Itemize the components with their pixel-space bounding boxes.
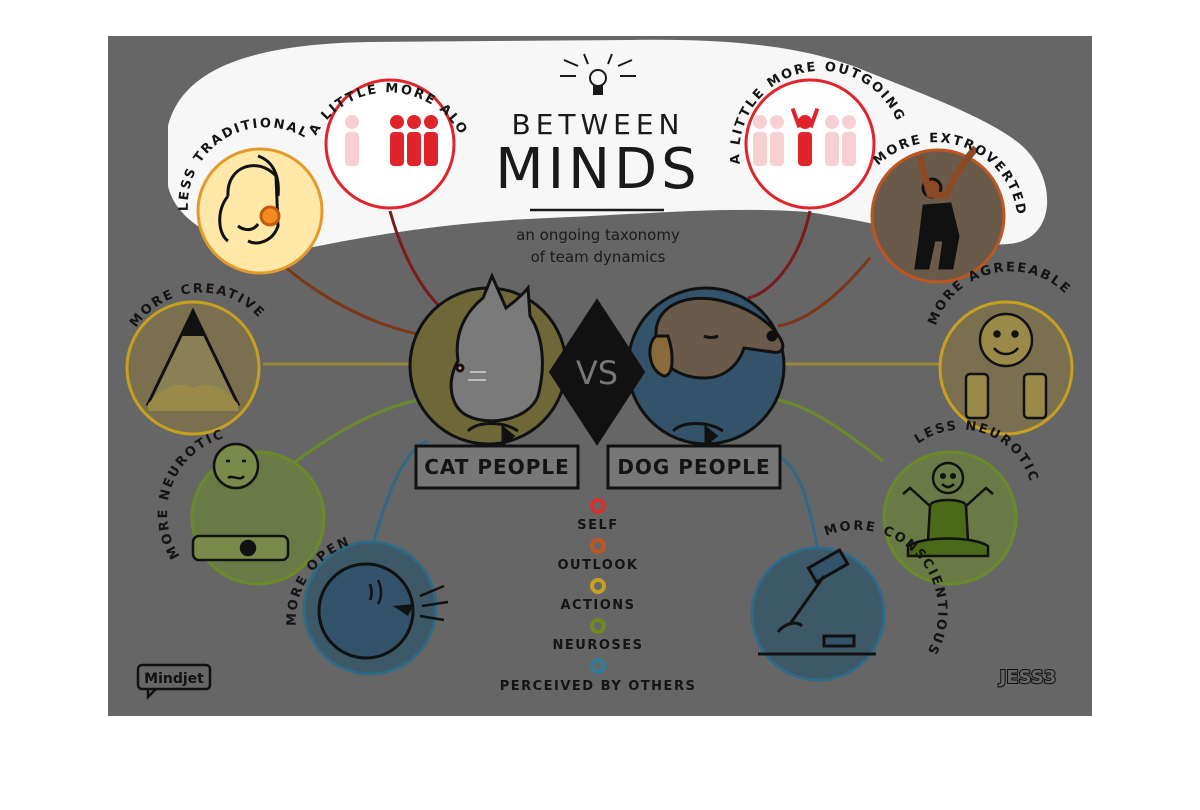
infographic-poster: BETWEEN MINDS an ongoing taxonomy of tea… (108, 36, 1092, 716)
lightbulb-icon (560, 53, 636, 95)
dog-people-box: DOG PEOPLE (606, 444, 782, 490)
legend-label-actions: ACTIONS (560, 598, 635, 613)
mindjet-logo: Mindjet (136, 663, 212, 701)
cat-people-label: CAT PEOPLE (424, 455, 570, 479)
title-minds: MINDS (495, 137, 700, 202)
jess3-logo: JESS3 (997, 666, 1058, 689)
legend-label-perceived: PERCEIVED BY OTHERS (500, 679, 697, 694)
connector-open (368, 439, 429, 557)
trait-creative: MORE CREATIVE (125, 281, 266, 436)
connector-outgoing (747, 210, 812, 300)
connector-conscientious (777, 454, 820, 552)
subtitle-line2: of team dynamics (531, 248, 666, 266)
legend-item-neuroses: NEUROSES (553, 618, 644, 653)
legend: SELF OUTLOOK ACTIONS NEUROSES PERCEIVED … (500, 498, 697, 694)
connector-less-neurotic (777, 398, 884, 463)
cat-portrait (408, 272, 568, 448)
legend-item-perceived: PERCEIVED BY OTHERS (500, 658, 697, 694)
dog-people-label: DOG PEOPLE (617, 455, 770, 479)
pencil-icon (145, 307, 241, 411)
vs-label: VS (576, 354, 618, 392)
trait-neurotic: MORE NEUROTIC (156, 427, 326, 586)
legend-item-actions: ACTIONS (560, 578, 635, 613)
cat-people-box: CAT PEOPLE (414, 444, 580, 490)
title-between: BETWEEN (511, 108, 684, 141)
legend-label-neuroses: NEUROSES (553, 638, 644, 653)
legend-label-self: SELF (577, 518, 618, 533)
legend-label-outlook: OUTLOOK (558, 558, 639, 573)
speaking-head-icon (317, 562, 449, 660)
connector-extroverted (777, 257, 872, 328)
cat-icon (449, 272, 544, 448)
trait-extroverted: MORE EXTROVERTED (870, 131, 1026, 284)
jumping-person-icon (914, 145, 979, 270)
connector-lines (263, 210, 940, 557)
outgoing-people-icon (753, 107, 856, 166)
meditating-person-icon (902, 461, 994, 558)
title-block: BETWEEN MINDS an ongoing taxonomy of tea… (495, 53, 700, 266)
jess3-logo-text: JESS3 (998, 667, 1057, 688)
mindjet-logo-text: Mindjet (144, 671, 204, 687)
dog-icon (648, 296, 785, 448)
trait-less-neurotic: LESS NEUROTIC (882, 419, 1039, 586)
connector-neurotic (282, 396, 429, 473)
legend-item-self: SELF (577, 498, 618, 533)
worried-face-icon (191, 442, 290, 562)
dog-portrait (626, 286, 786, 448)
subtitle-line1: an ongoing taxonomy (516, 226, 680, 244)
vs-diamond: VS (548, 298, 646, 446)
aloof-people-icon (345, 115, 438, 166)
between-minds-diagram: BETWEEN MINDS an ongoing taxonomy of tea… (108, 36, 1074, 701)
headphones-person-icon (218, 154, 281, 245)
legend-item-outlook: OUTLOOK (558, 538, 639, 573)
thumbs-up-smile-icon (964, 312, 1048, 420)
trait-agreeable: MORE AGREEABLE (926, 260, 1074, 436)
gavel-icon (758, 548, 876, 656)
